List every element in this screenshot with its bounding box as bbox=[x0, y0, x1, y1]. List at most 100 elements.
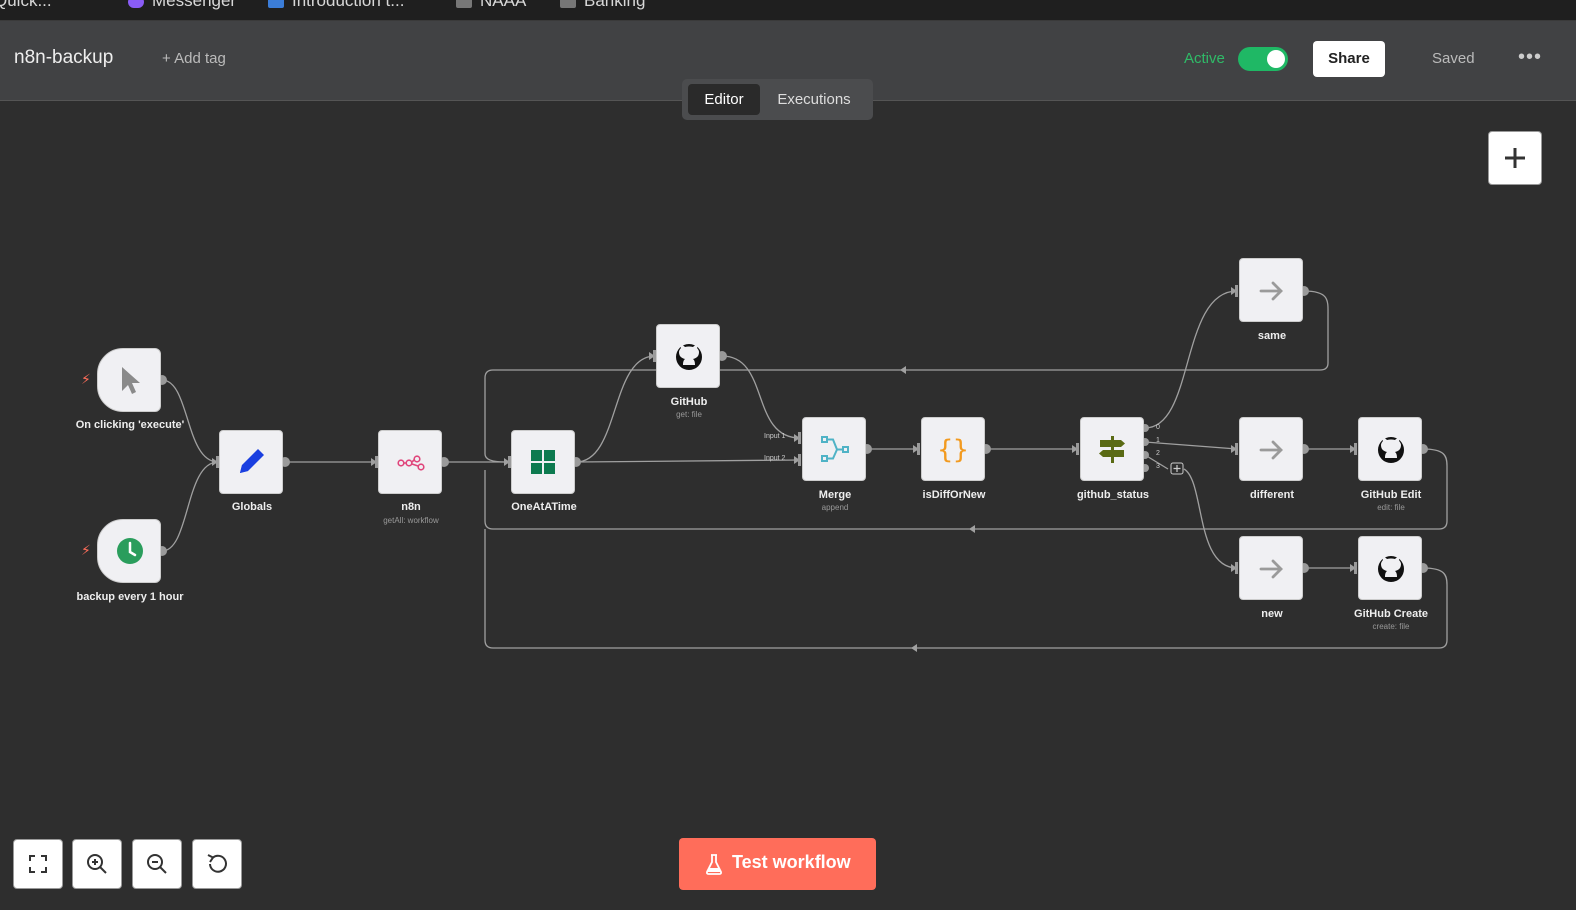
node-new[interactable] bbox=[1239, 536, 1303, 600]
svg-text:{}: {} bbox=[937, 435, 968, 465]
node-isdiffornew[interactable]: {} bbox=[921, 417, 985, 481]
signpost-icon bbox=[1099, 436, 1125, 463]
connection bbox=[161, 379, 219, 463]
input-port bbox=[216, 456, 219, 468]
input-port bbox=[917, 443, 920, 455]
github-icon bbox=[1378, 437, 1404, 463]
arrow-marker bbox=[1350, 564, 1356, 572]
arrow-right-icon bbox=[1259, 559, 1283, 579]
cursor-icon bbox=[122, 367, 140, 394]
node-different[interactable] bbox=[1239, 417, 1303, 481]
zoom-in-button[interactable] bbox=[72, 839, 122, 889]
merge-input-label: Input 1 bbox=[764, 433, 786, 440]
node-label: new bbox=[1261, 608, 1283, 620]
input-port bbox=[1076, 443, 1079, 455]
node-schedule-trigger[interactable] bbox=[97, 519, 161, 583]
test-workflow-button[interactable]: Test workflow bbox=[679, 838, 876, 890]
add-tag-button[interactable]: + Add tag bbox=[162, 50, 226, 67]
doc-icon bbox=[268, 0, 284, 8]
bookmark-item[interactable]: Banking bbox=[560, 0, 645, 11]
pencil-icon bbox=[240, 449, 264, 473]
clock-icon bbox=[117, 538, 143, 564]
workflow-title[interactable]: n8n-backup bbox=[14, 47, 114, 68]
node-subtitle: create: file bbox=[1372, 622, 1410, 631]
input-port bbox=[798, 432, 801, 444]
arrow-marker bbox=[1231, 287, 1237, 295]
input-port bbox=[653, 350, 656, 362]
arrow-marker bbox=[900, 366, 906, 374]
arrow-marker bbox=[504, 458, 510, 466]
connection bbox=[1183, 468, 1238, 569]
input-port bbox=[1354, 562, 1357, 574]
node-github-create[interactable] bbox=[1358, 536, 1422, 600]
bookmark-label: Introduction t... bbox=[292, 0, 405, 10]
node-n8n[interactable] bbox=[378, 430, 442, 494]
bookmarks-bar: Quick... Messenger Introduction t... NAA… bbox=[0, 0, 1576, 21]
node-label: same bbox=[1257, 330, 1287, 342]
switch-output-label: 1 bbox=[1156, 437, 1160, 444]
bookmark-item[interactable]: Quick... bbox=[0, 0, 52, 11]
switch-output-label: 0 bbox=[1156, 424, 1160, 431]
node-subtitle: append bbox=[821, 503, 849, 512]
arrow-marker bbox=[371, 458, 377, 466]
saved-status: Saved bbox=[1432, 50, 1475, 67]
zoom-out-button[interactable] bbox=[132, 839, 182, 889]
active-toggle[interactable] bbox=[1238, 47, 1288, 71]
share-button[interactable]: Share bbox=[1313, 41, 1385, 77]
bookmark-item[interactable]: NAAA bbox=[456, 0, 526, 11]
arrow-marker bbox=[649, 352, 655, 360]
node-label: Merge bbox=[818, 489, 852, 501]
add-node-button[interactable] bbox=[1488, 131, 1542, 185]
plus-icon bbox=[1505, 148, 1525, 168]
workflow-canvas[interactable]: Input 1 Input 2 0 1 2 3 ⚡ On clicking 'e… bbox=[0, 101, 1576, 910]
node-github[interactable] bbox=[656, 324, 720, 388]
bookmark-label: NAAA bbox=[480, 0, 527, 10]
node-globals[interactable] bbox=[219, 430, 283, 494]
node-github-status[interactable] bbox=[1080, 417, 1144, 481]
input-port bbox=[508, 456, 511, 468]
add-branch-button bbox=[1170, 462, 1184, 475]
arrow-right-icon bbox=[1259, 281, 1283, 301]
loop-connection bbox=[484, 529, 1448, 649]
arrow-marker bbox=[913, 445, 919, 453]
node-same[interactable] bbox=[1239, 258, 1303, 322]
node-manual-trigger[interactable] bbox=[97, 348, 161, 412]
input-port bbox=[1235, 562, 1238, 574]
node-label: GitHub Create bbox=[1354, 608, 1428, 620]
github-icon bbox=[676, 344, 702, 370]
tab-editor[interactable]: Editor bbox=[688, 84, 760, 115]
arrow-marker bbox=[1350, 445, 1356, 453]
node-subtitle: edit: file bbox=[1377, 503, 1405, 512]
node-label: github_status bbox=[1076, 489, 1150, 501]
trigger-bolt-icon: ⚡ bbox=[81, 371, 91, 387]
folder-icon bbox=[560, 0, 576, 8]
node-merge[interactable] bbox=[802, 417, 866, 481]
grid-icon bbox=[531, 450, 555, 474]
node-github-edit[interactable] bbox=[1358, 417, 1422, 481]
bookmark-item[interactable]: Introduction t... bbox=[268, 0, 404, 11]
messenger-icon bbox=[128, 0, 144, 8]
connection bbox=[575, 355, 656, 463]
node-label: n8n bbox=[401, 501, 421, 513]
bookmark-label: Quick... bbox=[0, 0, 52, 10]
switch-output-label: 2 bbox=[1156, 450, 1160, 457]
test-workflow-label: Test workflow bbox=[732, 852, 851, 872]
reset-zoom-button[interactable] bbox=[192, 839, 242, 889]
github-icon bbox=[1378, 556, 1404, 582]
node-label: GitHub bbox=[670, 396, 708, 408]
fit-view-button[interactable] bbox=[13, 839, 63, 889]
connection bbox=[1144, 441, 1238, 450]
folder-icon bbox=[456, 0, 472, 8]
fit-view-icon bbox=[29, 855, 47, 873]
node-oneatatime[interactable] bbox=[511, 430, 575, 494]
more-options-button[interactable]: ••• bbox=[1518, 46, 1543, 68]
connection bbox=[721, 355, 801, 439]
bookmark-item[interactable]: Messenger bbox=[128, 0, 236, 11]
bookmark-label: Banking bbox=[584, 0, 646, 10]
arrow-marker bbox=[794, 456, 800, 464]
zoom-out-icon bbox=[147, 854, 167, 874]
node-label: On clicking 'execute' bbox=[75, 419, 185, 431]
input-port bbox=[1235, 443, 1238, 455]
tab-executions[interactable]: Executions bbox=[777, 91, 851, 108]
arrow-right-icon bbox=[1259, 440, 1283, 460]
